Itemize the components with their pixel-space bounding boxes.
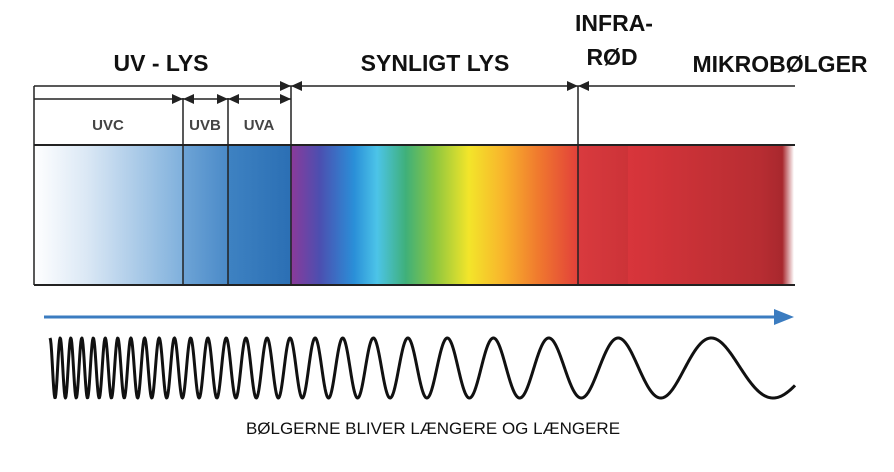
direction-arrow-head	[774, 309, 794, 325]
wave-line	[48, 336, 797, 400]
uvb-left-arrowhead	[183, 94, 194, 104]
visible-right-arrowhead	[567, 81, 578, 91]
uvc-arrowhead	[172, 94, 183, 104]
uva-label: UVA	[244, 117, 275, 134]
visible-band-fill	[291, 146, 578, 285]
infrared-band-title-line2: RØD	[586, 44, 637, 70]
microwave-band-fill	[628, 146, 794, 285]
uvb-band-fill	[183, 146, 228, 285]
microwave-band-title: MIKROBØLGER	[692, 51, 867, 77]
uv-band-title: UV - LYS	[113, 50, 208, 76]
uvb-right-arrowhead	[217, 94, 228, 104]
infrared-band-title-line1: INFRA-	[575, 10, 653, 36]
wave-caption: BØLGERNE BLIVER LÆNGERE OG LÆNGERE	[246, 419, 620, 438]
uvc-label: UVC	[92, 117, 124, 134]
visible-band-title: SYNLIGT LYS	[361, 50, 510, 76]
uv-range-arrowhead	[280, 81, 291, 91]
infrared-arrowhead	[578, 81, 589, 91]
uva-band-fill	[228, 146, 291, 285]
visible-left-arrowhead	[291, 81, 302, 91]
uva-left-arrowhead	[228, 94, 239, 104]
uva-right-arrowhead	[280, 94, 291, 104]
uvc-band-fill	[34, 146, 183, 285]
infrared-band-fill	[578, 146, 628, 285]
uvb-label: UVB	[189, 117, 221, 134]
